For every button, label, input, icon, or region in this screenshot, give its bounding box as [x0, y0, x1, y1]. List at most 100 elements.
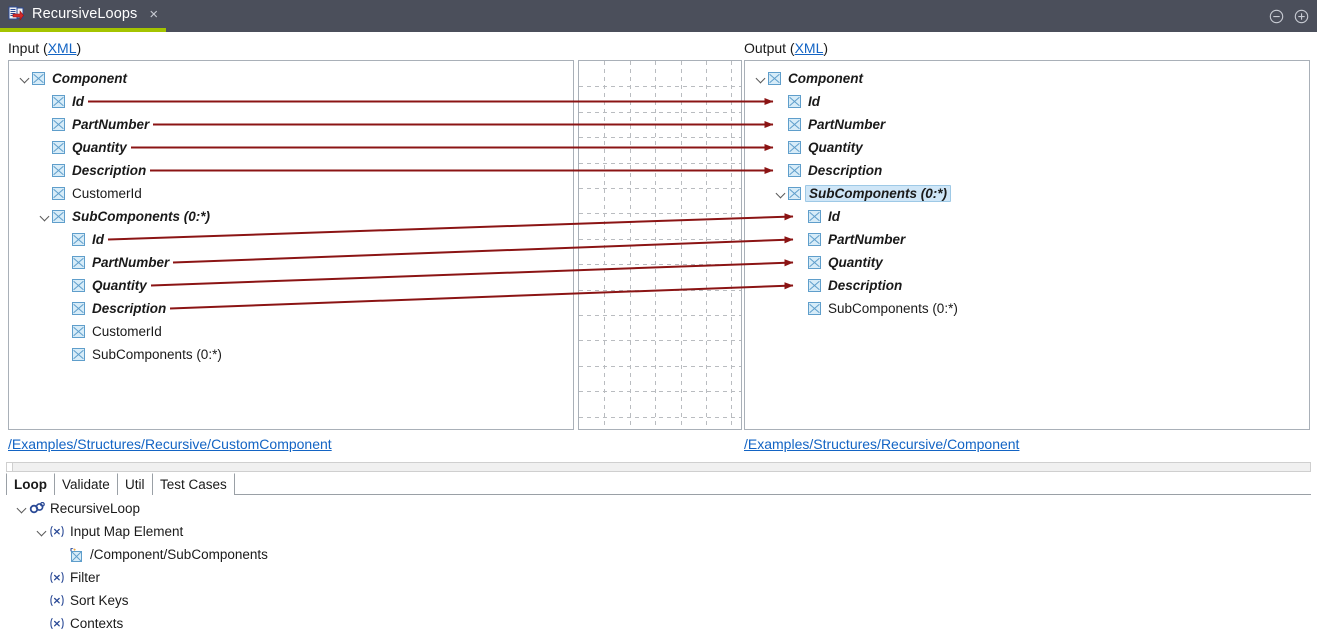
chevron-down-icon[interactable] [755, 72, 768, 85]
tree-row-label: Component [52, 71, 127, 86]
xml-element-icon [788, 164, 801, 177]
tree-indent-spacer [59, 325, 72, 338]
grid-line-vertical [706, 61, 707, 429]
loop-tree-row[interactable]: Input Map Element [36, 520, 183, 543]
bottom-tab-test-cases[interactable]: Test Cases [152, 473, 235, 495]
chevron-down-icon[interactable] [39, 210, 52, 223]
tree-row[interactable]: PartNumber [39, 113, 152, 136]
tree-row[interactable]: Description [59, 297, 169, 320]
xml-element-icon [72, 302, 85, 315]
tree-indent-spacer [59, 348, 72, 361]
tree-indent-spacer [59, 302, 72, 315]
tree-row[interactable]: Quantity [59, 274, 150, 297]
tree-row[interactable]: SubComponents (0:*) [39, 205, 213, 228]
tree-indent-spacer [775, 164, 788, 177]
tree-row[interactable]: CustomerId [39, 182, 145, 205]
tree-row[interactable]: Id [775, 90, 823, 113]
grid-line-horizontal [579, 264, 741, 265]
input-source-path-link[interactable]: /Examples/Structures/Recursive/CustomCom… [8, 436, 332, 452]
tree-indent-spacer [39, 141, 52, 154]
tree-row[interactable]: Quantity [795, 251, 886, 274]
grid-line-horizontal [579, 137, 741, 138]
tree-row-label: PartNumber [808, 117, 886, 132]
tree-indent-spacer [795, 279, 808, 292]
tree-row-label: Quantity [72, 140, 127, 155]
xml-element-icon [788, 95, 801, 108]
tree-row[interactable]: Id [795, 205, 843, 228]
chevron-down-icon[interactable] [36, 525, 49, 538]
loop-tree-row[interactable]: /Component/SubComponents [56, 543, 268, 566]
splitter-thumb[interactable] [7, 463, 13, 471]
xml-element-icon [72, 256, 85, 269]
tree-row[interactable]: PartNumber [59, 251, 172, 274]
tree-indent-spacer [59, 233, 72, 246]
chevron-down-icon[interactable] [775, 187, 788, 200]
tree-row[interactable]: SubComponents (0:*) [59, 343, 225, 366]
tree-row[interactable]: SubComponents (0:*) [795, 297, 961, 320]
grid-line-vertical [630, 61, 631, 429]
loop-tree-row-label: Filter [70, 570, 100, 585]
horizontal-splitter[interactable] [6, 462, 1311, 472]
tree-row[interactable]: Quantity [39, 136, 130, 159]
tree-row-label: Id [808, 94, 820, 109]
tree-indent-spacer [775, 141, 788, 154]
close-icon[interactable]: × [149, 5, 159, 23]
tree-row[interactable]: Component [19, 67, 130, 90]
input-xml-link[interactable]: XML [47, 40, 77, 56]
tree-row-label: Quantity [92, 278, 147, 293]
editor-tab-recursiveloops[interactable]: RecursiveLoops × [0, 0, 167, 32]
tree-row[interactable]: Description [775, 159, 885, 182]
tree-row[interactable]: SubComponents (0:*) [775, 182, 951, 205]
input-label-text: Input ( [8, 40, 48, 56]
tree-row[interactable]: CustomerId [59, 320, 165, 343]
tree-row-label: Id [828, 209, 840, 224]
tree-row-label: CustomerId [92, 324, 162, 339]
output-label-suffix: ) [823, 40, 829, 56]
xml-element-icon [768, 72, 781, 85]
editor-tab-label: RecursiveLoops [32, 6, 138, 22]
tree-row[interactable]: Description [39, 159, 149, 182]
tree-indent-spacer [39, 95, 52, 108]
minus-circle-icon[interactable] [1269, 9, 1284, 24]
grid-line-vertical [681, 61, 682, 429]
bottom-tab-loop[interactable]: Loop [6, 473, 55, 496]
loop-tree-row[interactable]: Filter [36, 566, 100, 589]
loop-tree-row[interactable]: Sort Keys [36, 589, 129, 612]
tree-indent-spacer [795, 256, 808, 269]
tree-row[interactable]: Quantity [775, 136, 866, 159]
input-label-suffix: ) [76, 40, 82, 56]
mapping-grid-panel[interactable] [578, 60, 742, 430]
output-source-path-link[interactable]: /Examples/Structures/Recursive/Component [744, 436, 1020, 452]
tree-row[interactable]: Component [755, 67, 866, 90]
bottom-tab-validate[interactable]: Validate [54, 473, 118, 495]
tree-row[interactable]: PartNumber [795, 228, 908, 251]
tree-indent-spacer [39, 118, 52, 131]
bottom-tab-label: Validate [62, 477, 110, 492]
tree-row[interactable]: Description [795, 274, 905, 297]
tree-row[interactable]: Id [39, 90, 87, 113]
output-xml-link[interactable]: XML [794, 40, 824, 56]
tree-row-label: SubComponents (0:*) [828, 301, 958, 316]
chevron-down-icon[interactable] [16, 502, 29, 515]
loop-tree-row-label: RecursiveLoop [50, 501, 141, 516]
plus-circle-icon[interactable] [1294, 9, 1309, 24]
chevron-down-icon[interactable] [19, 72, 32, 85]
xml-element-icon [808, 233, 821, 246]
loop-tree-row[interactable]: Contexts [36, 612, 123, 635]
tree-row[interactable]: PartNumber [775, 113, 888, 136]
bottom-tab-util[interactable]: Util [117, 473, 153, 495]
grid-line-horizontal [579, 112, 741, 113]
xml-element-icon [52, 141, 65, 154]
xml-element-icon [72, 233, 85, 246]
loop-tree-row[interactable]: RecursiveLoop [16, 497, 140, 520]
grid-line-horizontal [579, 340, 741, 341]
xml-element-icon [72, 279, 85, 292]
tree-row[interactable]: Id [59, 228, 107, 251]
